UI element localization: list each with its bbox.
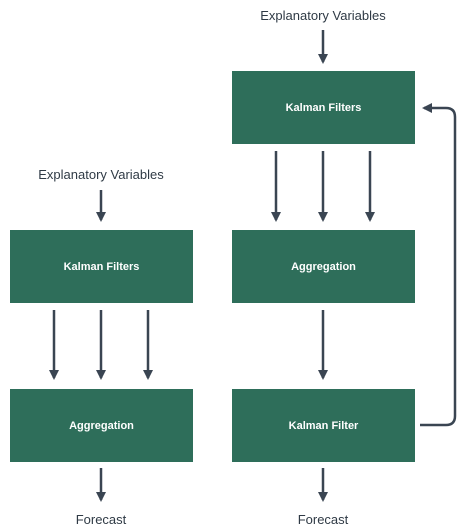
right-aggregation-label: Aggregation xyxy=(291,261,356,273)
right-kalman-filters-label: Kalman Filters xyxy=(286,102,362,114)
left-kalman-filters-label: Kalman Filters xyxy=(64,261,140,273)
right-aggregation-box xyxy=(232,230,415,303)
left-kalman-filters-box xyxy=(10,230,193,303)
left-flow: Explanatory Variables Kalman Filters Agg… xyxy=(10,167,193,527)
left-output-label: Forecast xyxy=(76,512,127,527)
right-feedback-arrow xyxy=(420,103,457,427)
right-flow: Explanatory Variables Kalman Filters Agg… xyxy=(232,8,457,527)
right-output-label: Forecast xyxy=(298,512,349,527)
right-input-label: Explanatory Variables xyxy=(260,8,386,23)
right-kalman-filters-box xyxy=(232,71,415,144)
left-input-label: Explanatory Variables xyxy=(38,167,164,182)
left-aggregation-box xyxy=(10,389,193,462)
right-kalman-filter-label: Kalman Filter xyxy=(289,420,359,432)
left-aggregation-label: Aggregation xyxy=(69,420,134,432)
right-kalman-filter-box xyxy=(232,389,415,462)
